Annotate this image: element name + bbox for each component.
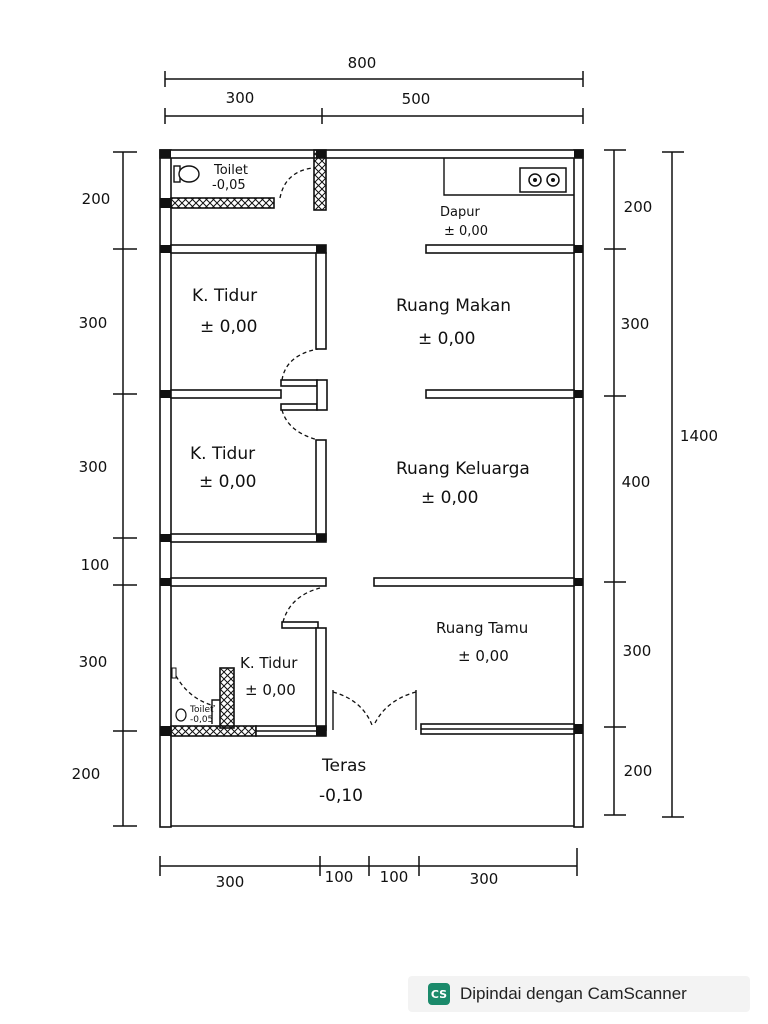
- dimension-labels: 800 300 500 200 300 300 100 300 200 200 …: [72, 54, 718, 891]
- stove-icon: [519, 167, 567, 193]
- wall-kt2-bottom: [170, 533, 327, 543]
- camscanner-text: Dipindai dengan CamScanner: [460, 984, 687, 1003]
- wall-top: [159, 149, 584, 159]
- dim-right-total: 1400: [680, 427, 718, 445]
- room-kt1-level: ± 0,00: [200, 317, 258, 337]
- wall-post: [316, 379, 328, 411]
- room-ruang-makan-name: Ruang Makan: [396, 296, 511, 316]
- camscanner-logo-icon: CS: [428, 983, 450, 1005]
- camscanner-watermark: CS Dipindai dengan CamScanner: [408, 976, 750, 1012]
- room-teras-name: Teras: [321, 756, 366, 776]
- wall-kt1-kt2-left: [170, 389, 282, 399]
- door-kt1: [281, 348, 319, 381]
- dim-bottom-3: 100: [380, 868, 409, 886]
- walls: [159, 149, 584, 828]
- room-labels: Toilet -0,05 Dapur ± 0,00 K. Tidur ± 0,0…: [189, 163, 530, 806]
- room-ruang-tamu-name: Ruang Tamu: [436, 619, 528, 637]
- bottom-dimension-lines: [159, 848, 578, 876]
- wall-dapur-bottom: [425, 244, 575, 254]
- door-main-left: [332, 691, 373, 726]
- dim-right-2: 300: [621, 315, 650, 333]
- room-ruang-keluarga-name: Ruang Keluarga: [396, 459, 530, 479]
- toilet-bowl-small-icon: [171, 667, 220, 724]
- toilet-wall-side: [313, 149, 327, 211]
- wall-kt3-right: [315, 627, 327, 731]
- room-toilet-small-name: Toilet: [189, 705, 214, 715]
- room-toilet-top-level: -0,05: [212, 178, 246, 193]
- room-ruang-keluarga-level: ± 0,00: [421, 488, 479, 508]
- door-frame-kt1: [280, 379, 318, 387]
- wall-kt3-top: [170, 577, 327, 587]
- room-ruang-makan-level: ± 0,00: [418, 329, 476, 349]
- wall-kt1-top: [170, 244, 327, 254]
- room-ruang-tamu-level: ± 0,00: [458, 647, 509, 665]
- wall-makan-keluarga: [425, 389, 575, 399]
- dim-right-3: 400: [622, 473, 651, 491]
- room-kt1-name: K. Tidur: [192, 286, 257, 306]
- room-toilet-small-level: -0,05: [190, 715, 213, 725]
- room-teras-level: -0,10: [319, 786, 363, 806]
- dim-left-6: 200: [72, 765, 101, 783]
- door-kt2: [281, 409, 319, 441]
- toilet-wall-bottom: [170, 197, 275, 209]
- door-main-right: [373, 691, 417, 726]
- left-dimension-lines: [113, 151, 137, 827]
- top-dimension-lines: [164, 71, 584, 124]
- dim-bottom-1: 300: [216, 873, 245, 891]
- dim-right-5: 200: [624, 762, 653, 780]
- door-toilet-top: [279, 167, 313, 199]
- dim-right-1: 200: [624, 198, 653, 216]
- dim-bottom-2: 100: [325, 868, 354, 886]
- room-kt2-name: K. Tidur: [190, 444, 255, 464]
- room-dapur-level: ± 0,00: [444, 224, 488, 239]
- door-frame-kt3: [281, 621, 319, 629]
- dim-left-5: 300: [79, 653, 108, 671]
- door-kt3: [282, 587, 321, 623]
- room-kt3-level: ± 0,00: [245, 681, 296, 699]
- wall-keluarga-tamu: [373, 577, 575, 587]
- wall-kt1-right: [315, 252, 327, 350]
- dim-top-left: 300: [226, 89, 255, 107]
- dim-left-2: 300: [79, 314, 108, 332]
- dim-bottom-4: 300: [470, 870, 499, 888]
- room-dapur-name: Dapur: [440, 205, 480, 220]
- dim-right-4: 300: [623, 642, 652, 660]
- wall-kt2-right: [315, 439, 327, 541]
- dim-left-1: 200: [82, 190, 111, 208]
- kitchen-counter: [443, 158, 574, 196]
- room-toilet-top-name: Toilet: [213, 163, 248, 178]
- room-kt2-level: ± 0,00: [199, 472, 257, 492]
- doors: [175, 167, 417, 730]
- dim-left-4: 100: [81, 556, 110, 574]
- door-toilet-small: [175, 675, 216, 707]
- fixtures: [171, 158, 574, 724]
- dim-top-total: 800: [348, 54, 377, 72]
- wall-kt3-bottom-hatch: [170, 725, 257, 737]
- dim-left-3: 300: [79, 458, 108, 476]
- room-kt3-name: K. Tidur: [240, 654, 298, 672]
- dim-top-right: 500: [402, 90, 431, 108]
- toilet-bowl-icon: [173, 165, 200, 183]
- right-dimension-lines: [604, 149, 684, 818]
- door-frame-kt2: [280, 403, 318, 411]
- toilet-small-wall: [219, 667, 235, 729]
